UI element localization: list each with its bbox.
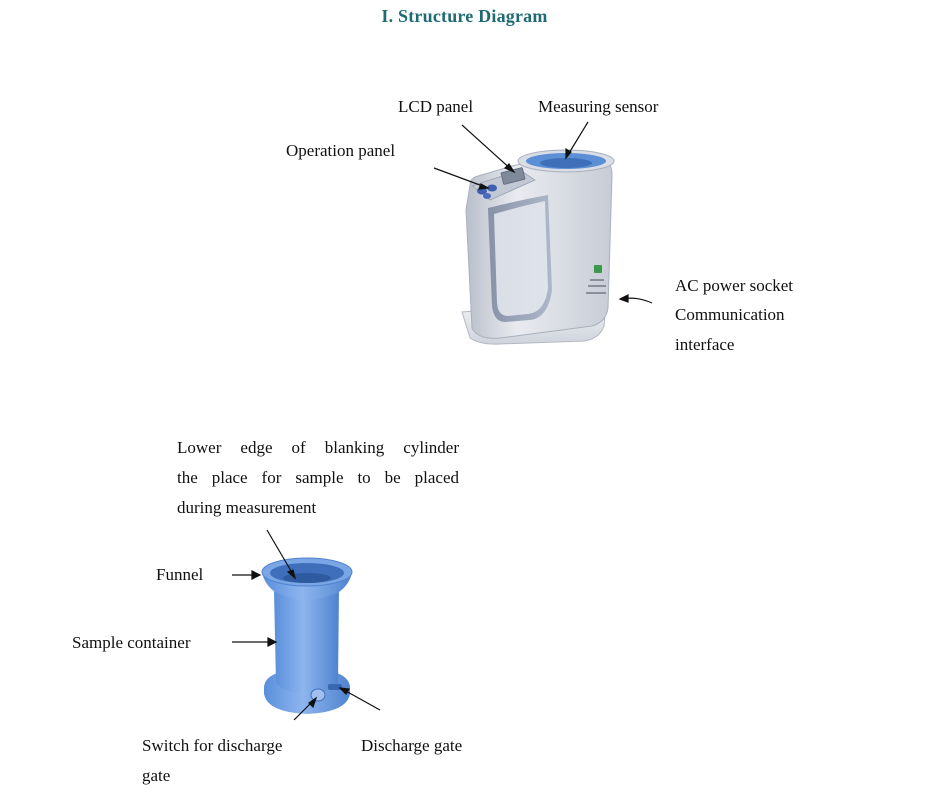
operation-leader-line bbox=[433, 167, 489, 189]
blanking-cylinder-label-line2: the place for sample to be placed bbox=[177, 468, 459, 487]
sensor-arrowhead bbox=[565, 147, 572, 160]
lcd-leader-line bbox=[461, 124, 515, 173]
switch-discharge-gate-label-line1: Switch for discharge bbox=[142, 736, 283, 755]
button-3 bbox=[483, 193, 491, 199]
lcd-arrowhead bbox=[503, 163, 516, 174]
sample-container-label: Sample container bbox=[72, 633, 191, 652]
blanking-cylinder-label-line3: during measurement bbox=[177, 498, 317, 517]
operation-panel-label: Operation panel bbox=[286, 141, 396, 160]
discharge-gate-slot bbox=[328, 684, 342, 690]
discharge-switch-knob bbox=[310, 688, 326, 702]
green-logo-icon bbox=[594, 265, 602, 273]
operation-arrowhead bbox=[478, 183, 490, 190]
communication-interface-label-line1: Communication bbox=[675, 305, 785, 324]
communication-interface-label-line2: interface bbox=[675, 335, 735, 354]
gate-arrowhead bbox=[338, 687, 350, 695]
lcd-panel-label: LCD panel bbox=[398, 97, 474, 116]
container-cylinder bbox=[274, 590, 339, 694]
sample-container-arrowhead bbox=[267, 637, 278, 647]
blanking-cylinder-label-line1: Lower edge of blanking cylinder bbox=[177, 438, 459, 457]
container-leader-lines bbox=[232, 529, 381, 721]
sample-container-device bbox=[261, 557, 353, 714]
funnel-arrowhead bbox=[251, 570, 262, 580]
ac-power-socket-label: AC power socket bbox=[675, 276, 794, 295]
discharge-gate-label: Discharge gate bbox=[361, 736, 463, 755]
moisture-meter-device bbox=[461, 149, 615, 345]
socket-arrowhead bbox=[618, 294, 629, 303]
switch-discharge-gate-label-line2: gate bbox=[142, 766, 171, 785]
measuring-sensor-label: Measuring sensor bbox=[538, 97, 659, 116]
switch-arrowhead bbox=[308, 696, 318, 709]
page-title: I. Structure Diagram bbox=[381, 6, 548, 26]
device-leader-lines bbox=[433, 121, 653, 304]
funnel-label: Funnel bbox=[156, 565, 204, 584]
blanking-arrowhead bbox=[286, 569, 297, 580]
blanking-leader-line bbox=[266, 529, 295, 577]
gate-leader-line bbox=[343, 689, 381, 711]
button-2 bbox=[487, 184, 497, 192]
